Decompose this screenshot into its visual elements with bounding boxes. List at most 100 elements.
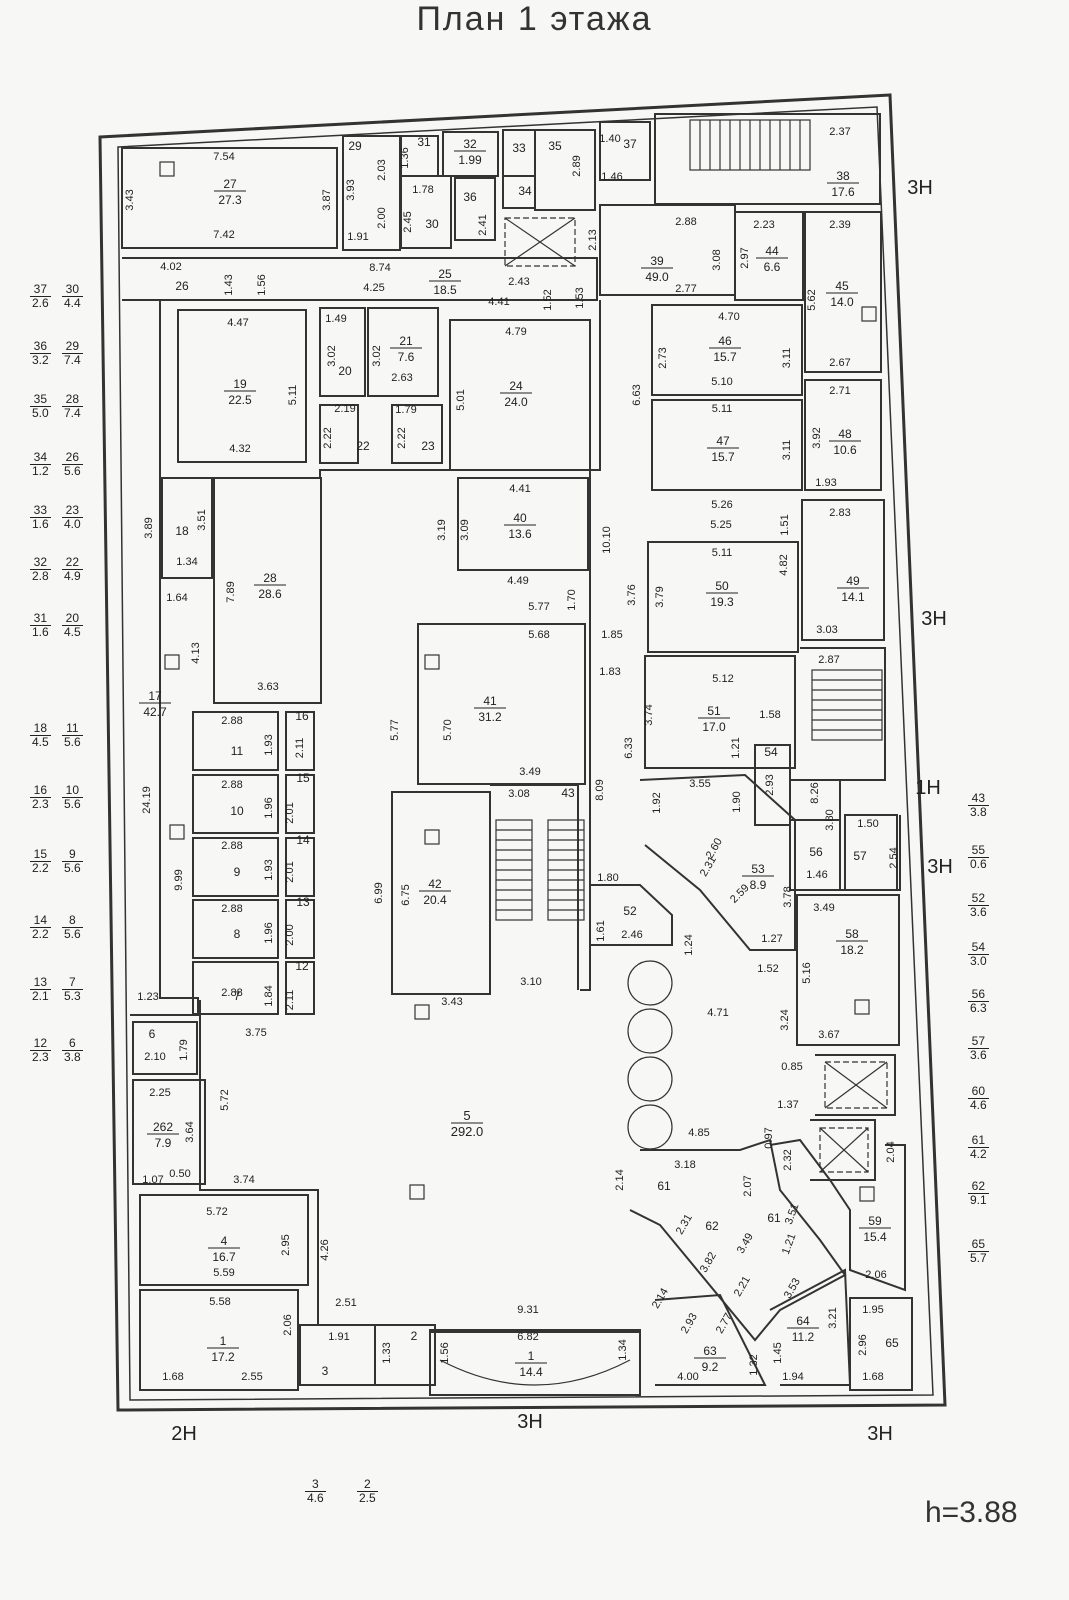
room-number-42: 42 [428, 877, 442, 891]
wall-lift-a [815, 1054, 896, 1116]
dimension-label: 2.00 [284, 924, 296, 945]
wall-stair-right [800, 647, 886, 781]
column-4 [627, 1104, 673, 1150]
dimension-label: 2.11 [284, 990, 296, 1011]
room-area-39: 49.0 [645, 270, 669, 284]
room-number-50: 50 [715, 579, 729, 593]
room-number-58: 58 [845, 927, 859, 941]
room-outline-4 [139, 1194, 309, 1286]
dimension-label: 7.54 [213, 151, 234, 163]
room-number-64: 64 [796, 1314, 810, 1328]
dimension-label: 2.41 [477, 214, 489, 235]
wall-corridor-17 [130, 300, 199, 1016]
room-number-36: 36 [463, 190, 477, 204]
room-area-27: 27.3 [218, 193, 242, 207]
room-number-13: 13 [296, 895, 310, 909]
room-area-41: 31.2 [478, 710, 502, 724]
room-number-49: 49 [846, 574, 860, 588]
room-number-262: 262 [153, 1120, 173, 1134]
room-area-53: 8.9 [750, 878, 767, 892]
dimension-label: 2.21 [732, 1274, 753, 1299]
room-outline-47 [651, 399, 803, 491]
room-number-27: 27 [223, 177, 237, 191]
dimension-label: 1.56 [256, 274, 268, 295]
dimension-label: 5.16 [801, 962, 813, 983]
dimension-label: 2.00 [376, 207, 388, 228]
room-number-65: 65 [885, 1336, 899, 1350]
square-mark-9 [859, 1186, 875, 1202]
square-mark-8 [861, 306, 877, 322]
room-number-33: 33 [512, 141, 526, 155]
room-outline-18 [161, 477, 213, 579]
room-outline-50 [647, 541, 799, 653]
room-number-16: 16 [295, 709, 309, 723]
dimension-label: 3.02 [371, 345, 383, 366]
room-number-47: 47 [716, 434, 730, 448]
dimension-label: 3.09 [459, 519, 471, 540]
room-outline-30 [400, 175, 452, 249]
room-outline-48 [804, 379, 882, 491]
exit-label-2n: 2Н [171, 1423, 197, 1445]
room-number-22: 22 [356, 439, 370, 453]
dimension-label: 4.82 [778, 554, 790, 575]
wall-room61-62 [629, 1138, 847, 1342]
exit-label-1n: 1Н [915, 777, 941, 799]
dimension-label: 2.87 [818, 654, 839, 666]
dimension-label: 8.09 [594, 779, 606, 800]
dimension-label: 3.24 [779, 1009, 791, 1030]
dimension-label: 3.82 [698, 1250, 719, 1275]
dimension-label: 1.49 [325, 313, 346, 325]
dimension-label: 3.02 [326, 345, 338, 366]
dimension-label: 4.85 [688, 1127, 709, 1139]
front-arc [439, 1359, 631, 1386]
room-outline-37 [599, 121, 651, 181]
dimension-label: 4.70 [718, 311, 739, 323]
dimension-label: 3.08 [711, 249, 723, 270]
dimension-label: 1.91 [328, 1331, 349, 1343]
dimension-label: 3.87 [321, 189, 333, 210]
room-area-1a: 17.2 [211, 1350, 235, 1364]
dimension-label: 1.52 [542, 289, 554, 310]
room-number-37: 37 [623, 137, 637, 151]
dimension-label: 2.25 [149, 1087, 170, 1099]
dimension-label: 2.11 [294, 738, 306, 759]
dimension-label: 4.02 [160, 261, 181, 273]
room-number-56: 56 [809, 845, 823, 859]
dimension-label: 2.23 [753, 219, 774, 231]
room-number-63: 63 [703, 1344, 717, 1358]
wall-corridor-25 [122, 257, 598, 301]
dimension-label: 1.94 [782, 1371, 803, 1383]
dimension-label: 5.59 [213, 1267, 234, 1279]
dimension-label: 2.88 [221, 987, 242, 999]
dimension-label: 3.63 [257, 681, 278, 693]
wall-atrium-top [319, 300, 601, 478]
dimension-label: 2.39 [829, 219, 850, 231]
dimension-label: 2.14 [614, 1169, 626, 1190]
room-area-17: 42.7 [143, 705, 167, 719]
dimension-label: 5.11 [712, 547, 733, 559]
dimension-label: 2.71 [829, 385, 850, 397]
dimension-label: 2.88 [221, 903, 242, 915]
dimension-label: 3.11 [781, 348, 793, 369]
wall-room59 [769, 1138, 906, 1292]
dimension-label: 3.10 [520, 976, 541, 988]
room-number-9: 9 [234, 865, 241, 879]
wall-lift-b [810, 1119, 876, 1181]
stair-center-right [547, 819, 585, 921]
dimension-label: 3.43 [441, 996, 462, 1008]
room-outline-19 [177, 309, 307, 463]
dimension-label: 10.10 [601, 526, 613, 554]
dimension-label: 4.26 [319, 1239, 331, 1260]
room-number-18: 18 [175, 524, 189, 538]
dimension-label: 3.92 [811, 427, 823, 448]
dimension-label: 3.93 [345, 179, 357, 200]
